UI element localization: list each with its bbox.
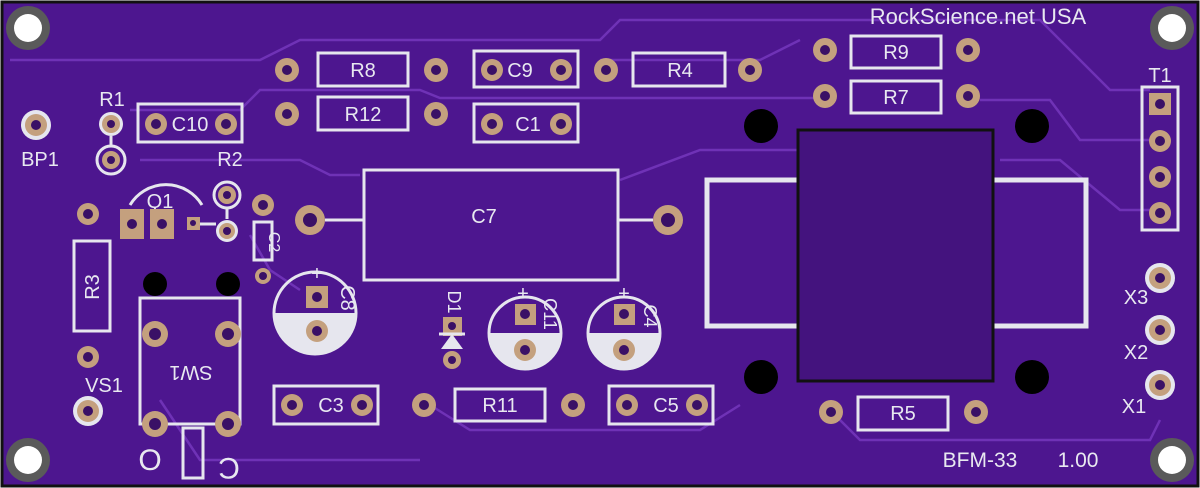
brand-text: RockScience.net USA — [870, 4, 1087, 29]
capacitor-c9: C9 — [472, 49, 580, 89]
label-c2: C2 — [265, 232, 282, 253]
c4-polarity-mark: + — [618, 283, 630, 305]
label-c5: C5 — [653, 395, 679, 417]
test-point-bp1: BP1 — [21, 110, 59, 171]
capacitor-c8: + C8 — [272, 263, 358, 356]
label-x2: X2 — [1124, 342, 1148, 364]
label-d1: D1 — [444, 290, 464, 313]
resistor-r12: R12 — [275, 95, 448, 132]
label-c4: C4 — [640, 304, 660, 327]
label-r9: R9 — [883, 42, 909, 64]
capacitor-c3: C3 — [272, 384, 380, 426]
label-r5: R5 — [890, 403, 916, 425]
resistor-r8: R8 — [275, 51, 448, 88]
label-r3: R3 — [82, 274, 104, 300]
label-r1: R1 — [99, 89, 125, 111]
capacitor-c2: C2 — [252, 194, 282, 284]
copper-traces — [10, 18, 1162, 462]
label-r7: R7 — [883, 87, 909, 109]
c11-polarity-mark: + — [517, 283, 529, 305]
board-name: BFM-33 — [943, 449, 1018, 472]
resistor-r1: R1 — [95, 89, 127, 176]
capacitor-c7: C7 — [295, 168, 683, 282]
capacitor-c1: C1 — [472, 102, 580, 144]
label-q1: Q1 — [147, 191, 174, 213]
label-x1: X1 — [1122, 396, 1146, 418]
label-r8: R8 — [350, 60, 376, 82]
switch-sw1: SW1 O C — [138, 272, 242, 484]
resistor-r3: R3 — [72, 239, 112, 333]
diode-d1: D1 — [439, 290, 465, 369]
label-c11: C11 — [540, 298, 560, 330]
label-r2: R2 — [217, 149, 243, 171]
resistor-r11: R11 — [412, 387, 585, 423]
transistor-q1: Q1 — [120, 183, 216, 239]
label-c1: C1 — [515, 114, 541, 136]
resistor-r2: R2 — [212, 149, 243, 242]
resistor-r9: R9 — [813, 34, 980, 70]
transformer-core — [704, 109, 1089, 394]
label-bp1: BP1 — [21, 149, 59, 171]
pad-q1-left — [77, 203, 99, 225]
label-r11: R11 — [482, 395, 517, 417]
resistor-r5: R5 — [819, 395, 988, 432]
capacitor-c11: + C11 — [487, 283, 563, 371]
switch-mark-off: O — [138, 444, 161, 477]
label-r4: R4 — [667, 60, 693, 82]
resistor-r7: R7 — [813, 79, 980, 115]
label-c7: C7 — [471, 206, 497, 228]
terminal-x2: X2 — [1124, 315, 1175, 364]
label-vs1: VS1 — [85, 375, 123, 397]
terminal-x3: X3 — [1124, 263, 1175, 309]
header-t1: T1 — [1140, 65, 1180, 232]
label-c9: C9 — [507, 60, 533, 82]
switch-mark-on: C — [218, 451, 240, 484]
label-r12: R12 — [345, 104, 382, 126]
c8-polarity-mark: + — [311, 263, 323, 285]
terminal-x1: X1 — [1122, 370, 1175, 418]
label-sw1: SW1 — [169, 361, 212, 383]
label-c3: C3 — [318, 395, 344, 417]
board-version: 1.00 — [1058, 449, 1099, 472]
label-c8: C8 — [336, 285, 358, 311]
test-point-vs1: VS1 — [73, 346, 123, 426]
capacitor-c5: C5 — [607, 384, 715, 426]
label-c10: C10 — [172, 114, 209, 136]
capacitor-c10: C10 — [136, 102, 244, 144]
label-t1: T1 — [1148, 65, 1171, 87]
label-x3: X3 — [1124, 287, 1148, 309]
mounting-holes — [6, 6, 1194, 482]
resistor-r4: R4 — [594, 51, 762, 88]
capacitor-c4: + C4 — [586, 283, 662, 371]
